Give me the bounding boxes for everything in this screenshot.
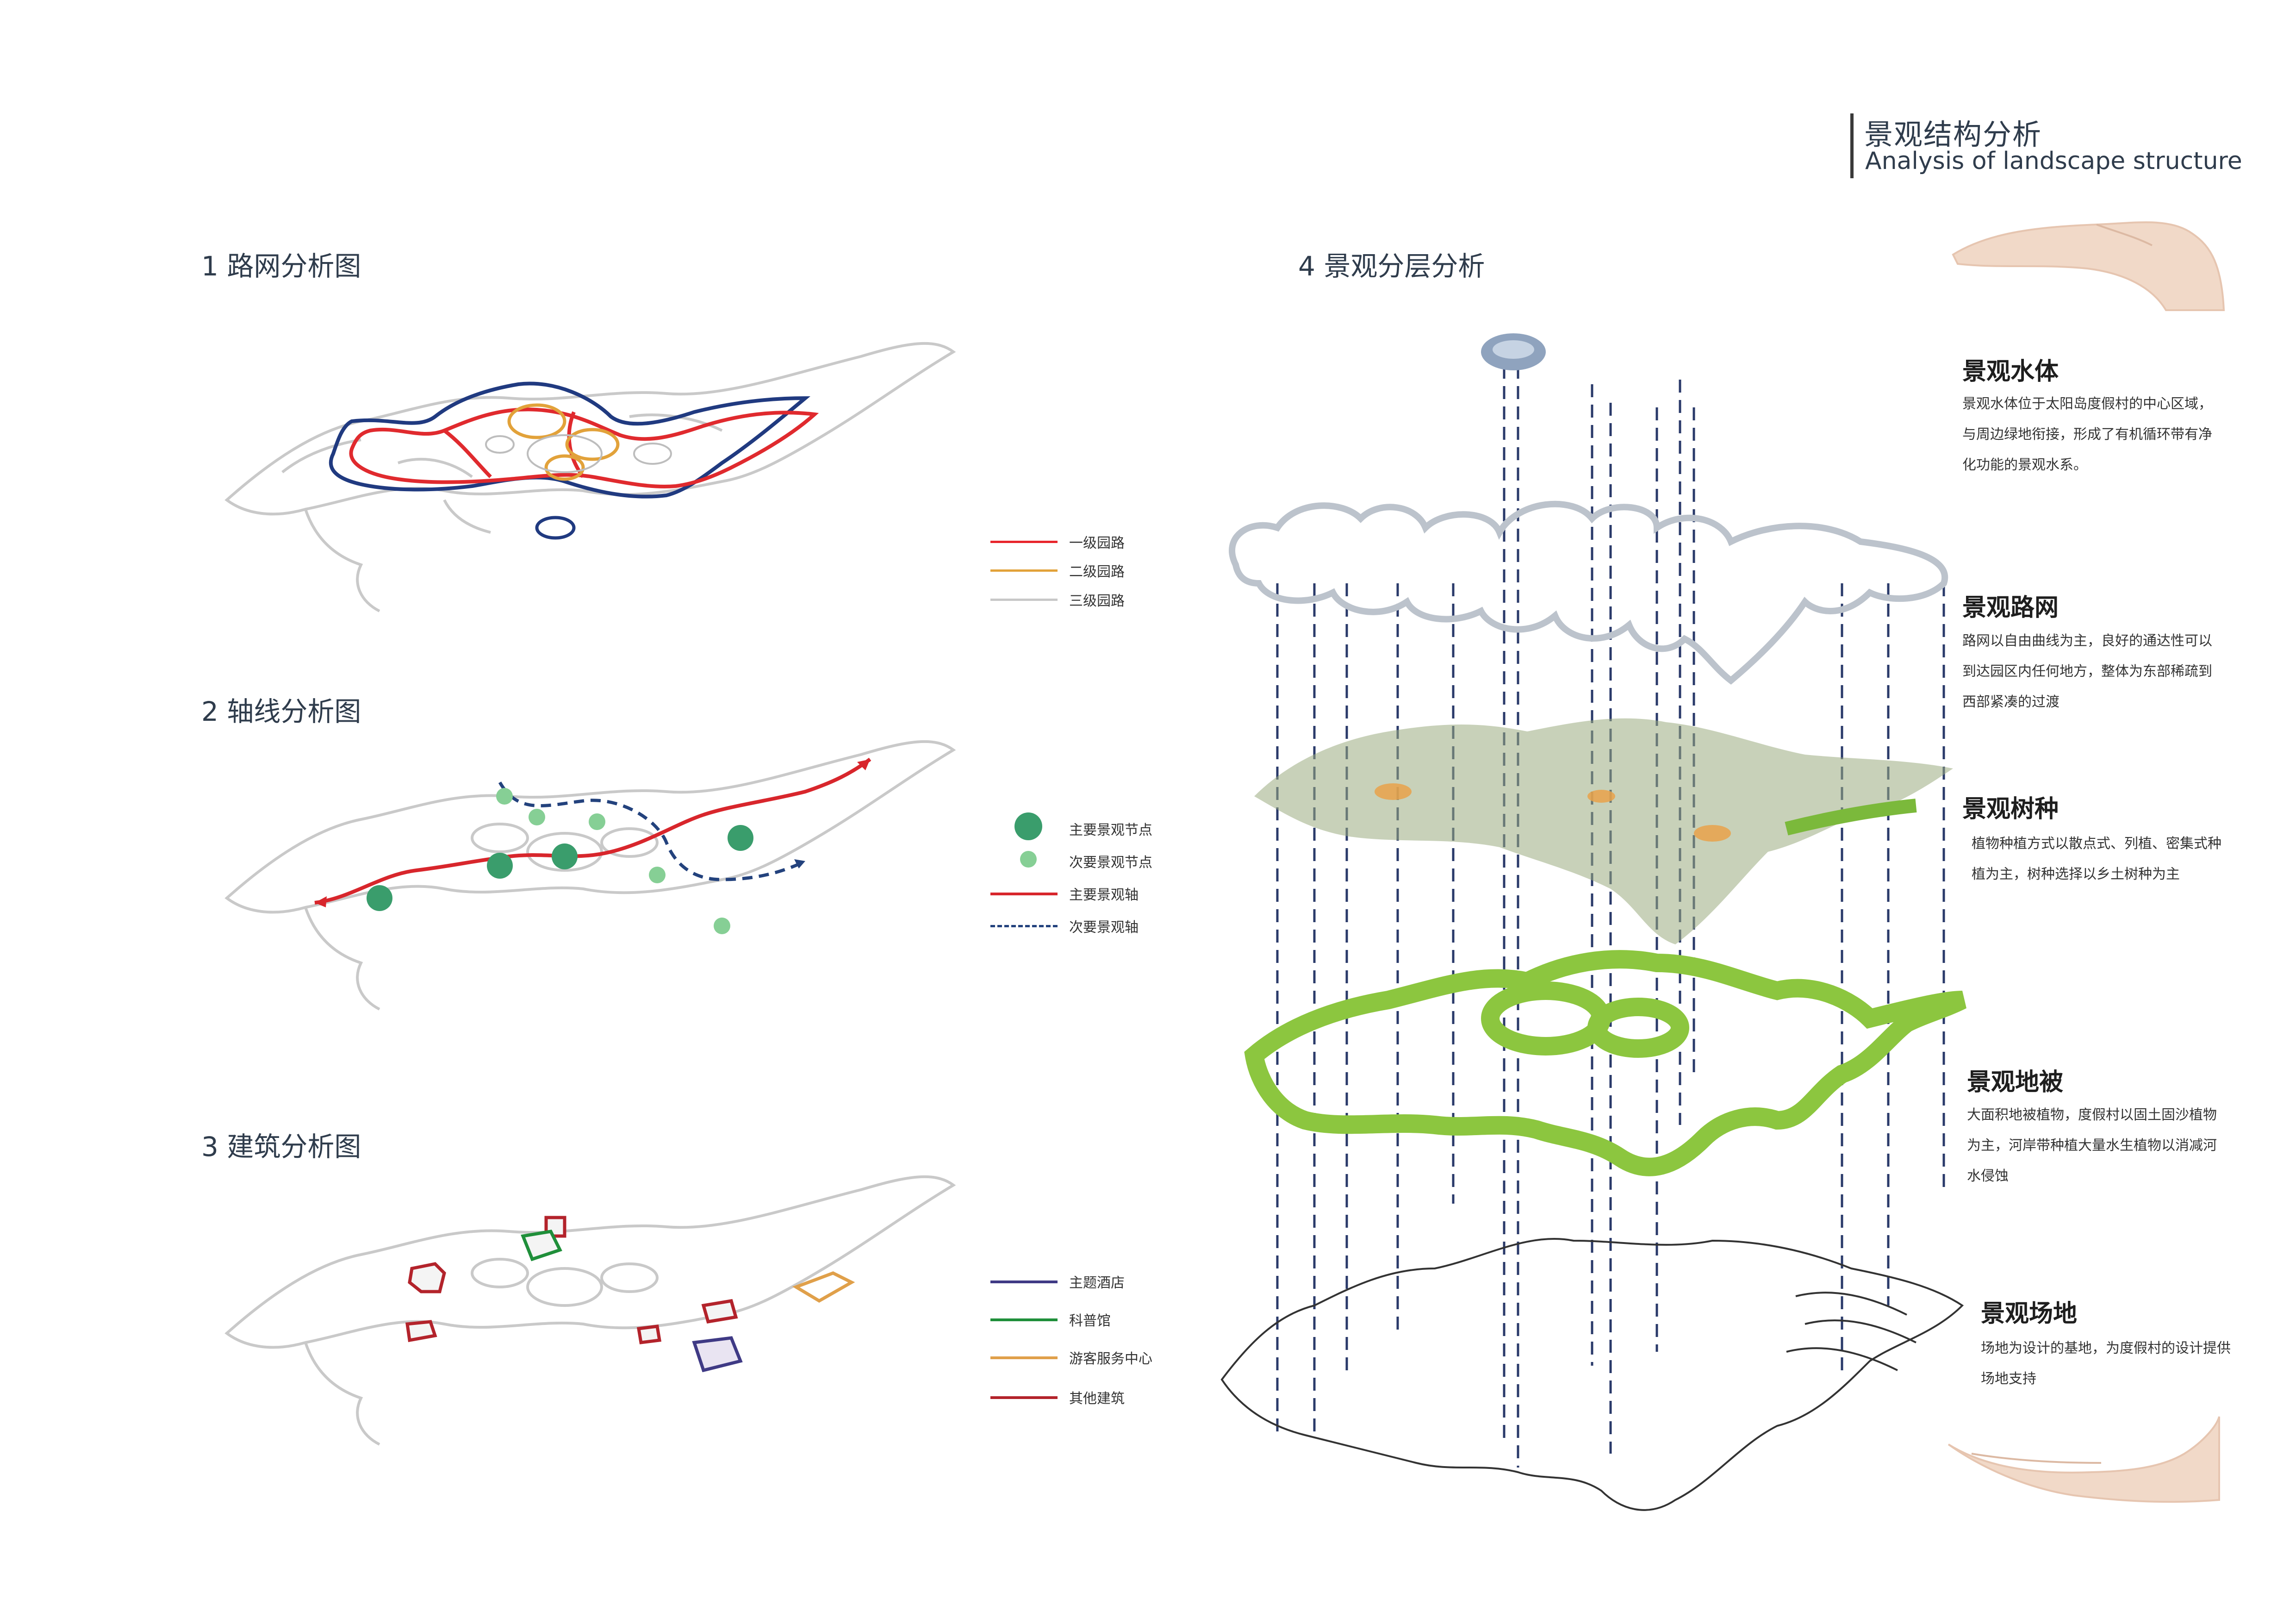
legend-label-theme-hotel: 主题酒店: [1069, 1275, 1125, 1291]
layered-exploded-diagram: [1220, 333, 1966, 1511]
legend-line-visitor-center: [990, 1356, 1058, 1359]
legend-label-other-buildings: 其他建筑: [1069, 1391, 1125, 1407]
legend-line-theme-hotel: [990, 1280, 1058, 1283]
legend-line-other-buildings: [990, 1396, 1058, 1399]
layer-tree-text: 植物种植方式以散点式、列植、密集式种植为主，树种选择以乡土树种为主: [1972, 836, 2221, 882]
page-subtitle: Analysis of landscape structure: [1865, 147, 2242, 175]
legend-line-primary-road: [990, 541, 1058, 543]
legend-line-science-museum: [990, 1318, 1058, 1321]
layer-site-text: 场地为设计的基地，为度假村的设计提供场地支持: [1981, 1340, 2231, 1387]
legend-secondary-node-icon: [1020, 851, 1037, 868]
axis-map: [224, 740, 956, 1011]
page-title: 景观结构分析: [1864, 118, 2042, 151]
section-3-title: 3 建筑分析图: [201, 1131, 361, 1162]
legend-label-primary-node: 主要景观节点: [1069, 822, 1152, 838]
road-network-map: [224, 342, 956, 612]
layer-road-text: 路网以自由曲线为主，良好的通达性可以到达园区内任何地方，整体为东部稀疏到西部紧凑…: [1962, 633, 2212, 710]
title-divider: [1850, 113, 1854, 178]
legend-label-science-museum: 科普馆: [1069, 1313, 1111, 1329]
layer-road-title: 景观路网: [1962, 594, 2059, 622]
legend-line-tertiary-road: [990, 599, 1058, 601]
building-map: [224, 1175, 956, 1446]
legend-label-primary-road: 一级园路: [1069, 535, 1125, 551]
legend-line-secondary-axis: [990, 925, 1058, 927]
legend-label-tertiary-road: 三级园路: [1069, 593, 1125, 609]
section-1-title: 1 路网分析图: [201, 250, 361, 282]
legend-label-secondary-node: 次要景观节点: [1069, 855, 1152, 871]
layer-site-title: 景观场地: [1981, 1300, 2078, 1328]
legend-label-secondary-road: 二级园路: [1069, 564, 1125, 580]
section-4-title: 4 景观分层分析: [1298, 250, 1485, 282]
legend-label-visitor-center: 游客服务中心: [1069, 1351, 1152, 1367]
layer-groundcover-text: 大面积地被植物，度假村以固土固沙植物为主，河岸带种植大量水生植物以消减河水侵蚀: [1967, 1107, 2217, 1184]
layer-tree-title: 景观树种: [1962, 795, 2059, 823]
layer-water-text: 景观水体位于太阳岛度假村的中心区域，与周边绿地衔接，形成了有机循环带有净化功能的…: [1962, 396, 2212, 473]
bottom-hand-icon: [1948, 1416, 2220, 1503]
legend-label-secondary-axis: 次要景观轴: [1069, 919, 1139, 936]
layer-water-title: 景观水体: [1962, 358, 2059, 386]
legend-label-primary-axis: 主要景观轴: [1069, 887, 1139, 903]
section-2-title: 2 轴线分析图: [201, 696, 361, 727]
top-hand-icon: [1952, 221, 2225, 311]
legend-primary-node-icon: [1014, 812, 1042, 840]
legend-line-secondary-road: [990, 569, 1058, 572]
legend-line-primary-axis: [990, 893, 1058, 895]
layer-groundcover-title: 景观地被: [1967, 1068, 2064, 1096]
